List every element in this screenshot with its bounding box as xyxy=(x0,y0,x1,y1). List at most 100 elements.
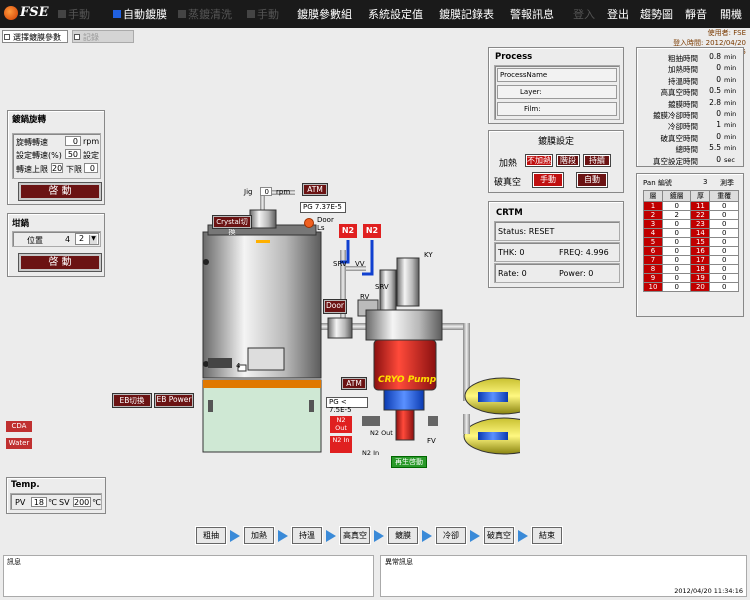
pan-count-value: 3 xyxy=(703,178,708,186)
process-step: 持溫 xyxy=(291,526,323,545)
menu-logout[interactable]: 登出 xyxy=(607,8,629,21)
pan-cell[interactable]: 0 xyxy=(709,255,739,265)
pan-cell[interactable]: 0 xyxy=(661,273,692,283)
pan-cell[interactable]: 0 xyxy=(709,219,739,229)
menu-trend-chart[interactable]: 趨勢圖 xyxy=(640,8,673,21)
crtm-thk: THK: 0 xyxy=(498,248,525,257)
pan-cell[interactable]: 0 xyxy=(661,237,692,247)
cryo-pump-label: CRYO Pump xyxy=(378,375,437,385)
regeneration-button[interactable]: 再生啓動 xyxy=(391,456,427,468)
door-button[interactable]: Door xyxy=(323,299,347,314)
pan-cell[interactable]: 16 xyxy=(690,246,711,256)
menu-mute[interactable]: 靜音 xyxy=(685,8,707,21)
roughing-pipe xyxy=(463,323,470,401)
pan-cell[interactable]: 0 xyxy=(709,210,739,220)
crucible-position-value: 4 xyxy=(65,235,71,244)
pan-cell[interactable]: 0 xyxy=(661,246,692,256)
menu-manual[interactable]: 手動 xyxy=(58,6,90,22)
tab-select-params[interactable]: 選擇鍍膜參數 xyxy=(2,30,68,43)
crucible-start-button[interactable]: 啓 動 xyxy=(18,253,102,272)
pan-cell[interactable]: 0 xyxy=(661,219,692,229)
tab-records[interactable]: 記錄 xyxy=(72,30,134,43)
process-film-field: Film: xyxy=(497,102,617,116)
pan-cell: 3 xyxy=(643,219,663,229)
pan-cell[interactable]: 18 xyxy=(690,264,711,274)
pan-cell[interactable]: 17 xyxy=(690,255,711,265)
n2-valve-2[interactable]: N2 xyxy=(363,224,381,238)
process-steps: 粗抽加熱持溫高真空鍍膜冷卻破真空結束 xyxy=(195,526,563,545)
menu-shutdown[interactable]: 關機 xyxy=(720,8,742,21)
eb-switch-button[interactable]: EB切換 xyxy=(112,393,152,408)
pan-cell[interactable]: 0 xyxy=(709,264,739,274)
pan-cell[interactable]: 2 xyxy=(661,210,692,220)
pan-cell[interactable]: 20 xyxy=(690,282,711,292)
cda-indicator: CDA xyxy=(6,421,32,432)
heat-stage-button[interactable]: 階段 xyxy=(556,154,580,167)
pan-cell[interactable]: 0 xyxy=(709,237,739,247)
pan-cell[interactable]: 11 xyxy=(690,201,711,211)
pan-cell[interactable]: 22 xyxy=(690,210,711,220)
menu-manual-2[interactable]: 手動 xyxy=(247,6,279,22)
arrow-right-icon xyxy=(326,530,336,542)
pan-cell[interactable]: 14 xyxy=(690,228,711,238)
menu-alarm-messages[interactable]: 警報訊息 xyxy=(510,8,554,21)
rotation-set-button[interactable]: 設定 xyxy=(83,151,99,160)
rotation-speed-value: 0 xyxy=(65,136,81,146)
rotation-title: 鍍鍋旋轉 xyxy=(12,115,47,125)
eb-power-button[interactable]: EB Power xyxy=(154,393,194,408)
pan-cell[interactable]: 0 xyxy=(661,228,692,238)
temp-sv-input[interactable]: 200 xyxy=(73,497,91,507)
pan-cell[interactable]: 0 xyxy=(709,246,739,256)
atm-indicator-1: ATM xyxy=(302,183,328,196)
menu-coating-records[interactable]: 鍍膜記錄表 xyxy=(439,8,494,21)
menu-system-settings[interactable]: 系統設定值 xyxy=(368,8,423,21)
n2-in-valve[interactable]: N2 In xyxy=(330,436,352,453)
pan-cell[interactable]: 0 xyxy=(661,264,692,274)
menu-evap-clean[interactable]: 蒸鍍清洗 xyxy=(178,6,232,22)
heat-continuous-button[interactable]: 持續 xyxy=(583,154,611,167)
rotation-set-input[interactable]: 50 xyxy=(65,149,81,159)
rotation-start-button[interactable]: 啓 動 xyxy=(18,182,102,201)
pan-cell[interactable]: 23 xyxy=(690,219,711,229)
pan-cell[interactable]: 0 xyxy=(709,201,739,211)
pan-cell[interactable]: 19 xyxy=(690,273,711,283)
arrow-right-icon xyxy=(470,530,480,542)
crystal-switch-button[interactable]: Crystal切換 xyxy=(212,215,252,236)
pan-cell[interactable]: 0 xyxy=(709,228,739,238)
pan-cell[interactable]: 0 xyxy=(661,201,692,211)
pan-cell[interactable]: 0 xyxy=(661,282,692,292)
pan-cell: 8 xyxy=(643,264,663,274)
rotation-upper-input[interactable]: 20 xyxy=(51,163,63,173)
crucible-position-select[interactable]: 2 ▼ xyxy=(75,233,99,245)
n2-valve-1[interactable]: N2 xyxy=(339,224,357,238)
heat-off-button[interactable]: 不加熱 xyxy=(525,154,553,167)
crucible-panel: 坩鍋 位置 4 2 ▼ 啓 動 xyxy=(7,213,105,277)
equipment-cabinet xyxy=(202,379,322,453)
rotation-lower-input[interactable]: 0 xyxy=(84,163,98,173)
menu-coating-params[interactable]: 鍍膜參數組 xyxy=(297,8,352,21)
pan-cell: 10 xyxy=(643,282,663,292)
menu-auto-coating[interactable]: 自動鍍膜 xyxy=(113,6,167,22)
timer-value: 0.5 xyxy=(709,86,721,96)
fse-logo: FSE xyxy=(4,5,56,23)
vacuum-manual-button[interactable]: 手動 xyxy=(532,172,564,188)
pan-cell[interactable]: 15 xyxy=(690,237,711,247)
pressure-gauge-1: PG 7.37E-5 xyxy=(300,202,346,213)
vacuum-auto-button[interactable]: 自動 xyxy=(576,172,608,188)
pan-cell[interactable]: 0 xyxy=(709,273,739,283)
menu-login[interactable]: 登入 xyxy=(573,8,595,21)
arrow-right-icon xyxy=(374,530,384,542)
pan-cell[interactable]: 0 xyxy=(661,255,692,265)
arrow-right-icon xyxy=(278,530,288,542)
n2-out-valve[interactable]: N2 Out xyxy=(330,416,352,433)
pan-cell[interactable]: 0 xyxy=(709,282,739,292)
process-step: 粗抽 xyxy=(195,526,227,545)
door-indicator-icon xyxy=(304,218,314,228)
crtm-panel: CRTM Status: RESET THK: 0 FREQ: 4.996 Ra… xyxy=(488,201,624,288)
